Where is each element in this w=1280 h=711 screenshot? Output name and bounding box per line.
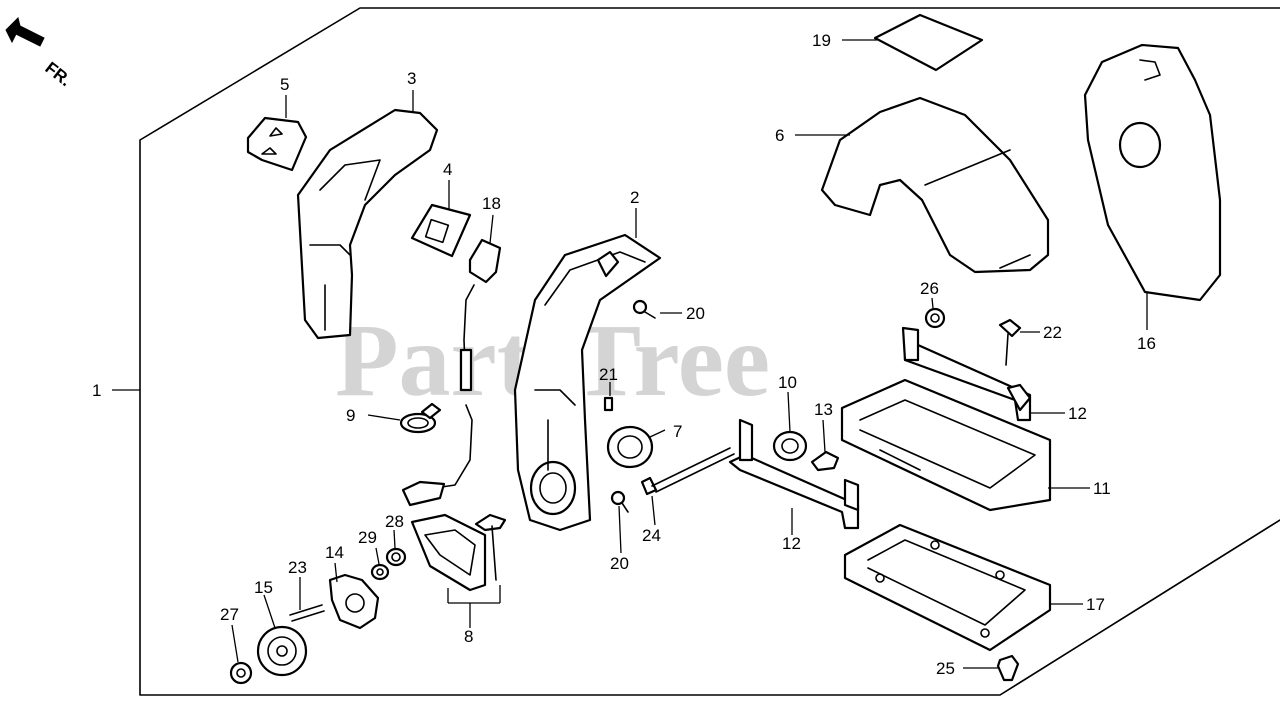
callout-1: 1 (92, 381, 101, 400)
part-10-clamp (772, 430, 808, 462)
part-20-screw-upper (632, 299, 656, 319)
part-12-bracket-front (728, 418, 860, 530)
assembly-boundary (139, 7, 1280, 696)
part-7-collar (606, 425, 654, 469)
front-direction-arrow-icon (5, 17, 45, 47)
leader-lines (112, 39, 1148, 669)
part-27-nut (229, 661, 253, 685)
part-18-switch-harness (401, 238, 502, 507)
part-9-clip (399, 402, 442, 434)
part-3-upper-cover (296, 108, 439, 340)
callout-14: 14 (325, 543, 344, 562)
part-14-cam (328, 573, 380, 630)
callout-16: 16 (1137, 334, 1156, 353)
part-4-plate (410, 203, 472, 258)
callout-numbers: 1 2 3 4 5 6 7 8 9 10 11 12 12 13 14 15 1… (92, 31, 1156, 678)
callout-4: 4 (443, 160, 452, 179)
callout-12-rear: 12 (1068, 404, 1087, 423)
part-29-washer (370, 563, 390, 581)
callout-8: 8 (464, 627, 473, 646)
part-26-nut (924, 307, 946, 329)
part-24-long-bolt (640, 447, 735, 496)
callout-5: 5 (280, 75, 289, 94)
callout-17: 17 (1086, 595, 1105, 614)
part-20-screw-lower (610, 490, 629, 513)
callout-2: 2 (630, 188, 639, 207)
callout-11: 11 (1093, 479, 1111, 498)
callout-28: 28 (385, 512, 404, 531)
part-11-tray (840, 378, 1052, 512)
part-28-nut (385, 547, 407, 567)
front-direction-label: FR. (42, 58, 75, 90)
part-23-stud (289, 604, 325, 622)
callout-10: 10 (778, 373, 797, 392)
part-6-cover (820, 96, 1050, 274)
part-17-gasket (843, 523, 1052, 652)
part-15-pulley (256, 625, 308, 677)
callout-12-front: 12 (782, 534, 801, 553)
part-13-clip (810, 450, 840, 472)
callout-29: 29 (358, 528, 377, 547)
part-19-label (873, 13, 984, 72)
part-16-side-panel (1083, 43, 1222, 302)
callout-27: 27 (220, 605, 239, 624)
callout-15: 15 (254, 578, 273, 597)
callout-18: 18 (482, 194, 501, 213)
callout-13: 13 (814, 400, 833, 419)
callout-3: 3 (407, 69, 416, 88)
part-22-screw (998, 318, 1022, 366)
callout-20-lower: 20 (610, 554, 629, 573)
part-5-cap (246, 116, 308, 172)
callout-22: 22 (1043, 323, 1062, 342)
part-21-set-screw (603, 396, 614, 412)
callout-7: 7 (673, 422, 682, 441)
callout-6: 6 (775, 126, 784, 145)
part-2-housing (513, 233, 662, 532)
part-25-fastener (996, 654, 1020, 682)
callout-21: 21 (599, 365, 618, 384)
callout-9: 9 (346, 406, 355, 425)
part-8-bracket-plate (410, 513, 507, 592)
callout-26: 26 (920, 279, 939, 298)
callout-20-upper: 20 (686, 304, 705, 323)
callout-24: 24 (642, 526, 661, 545)
callout-25: 25 (936, 659, 955, 678)
callout-23: 23 (288, 558, 307, 577)
callout-19: 19 (812, 31, 831, 50)
part-12-bracket-rear (901, 326, 1032, 422)
